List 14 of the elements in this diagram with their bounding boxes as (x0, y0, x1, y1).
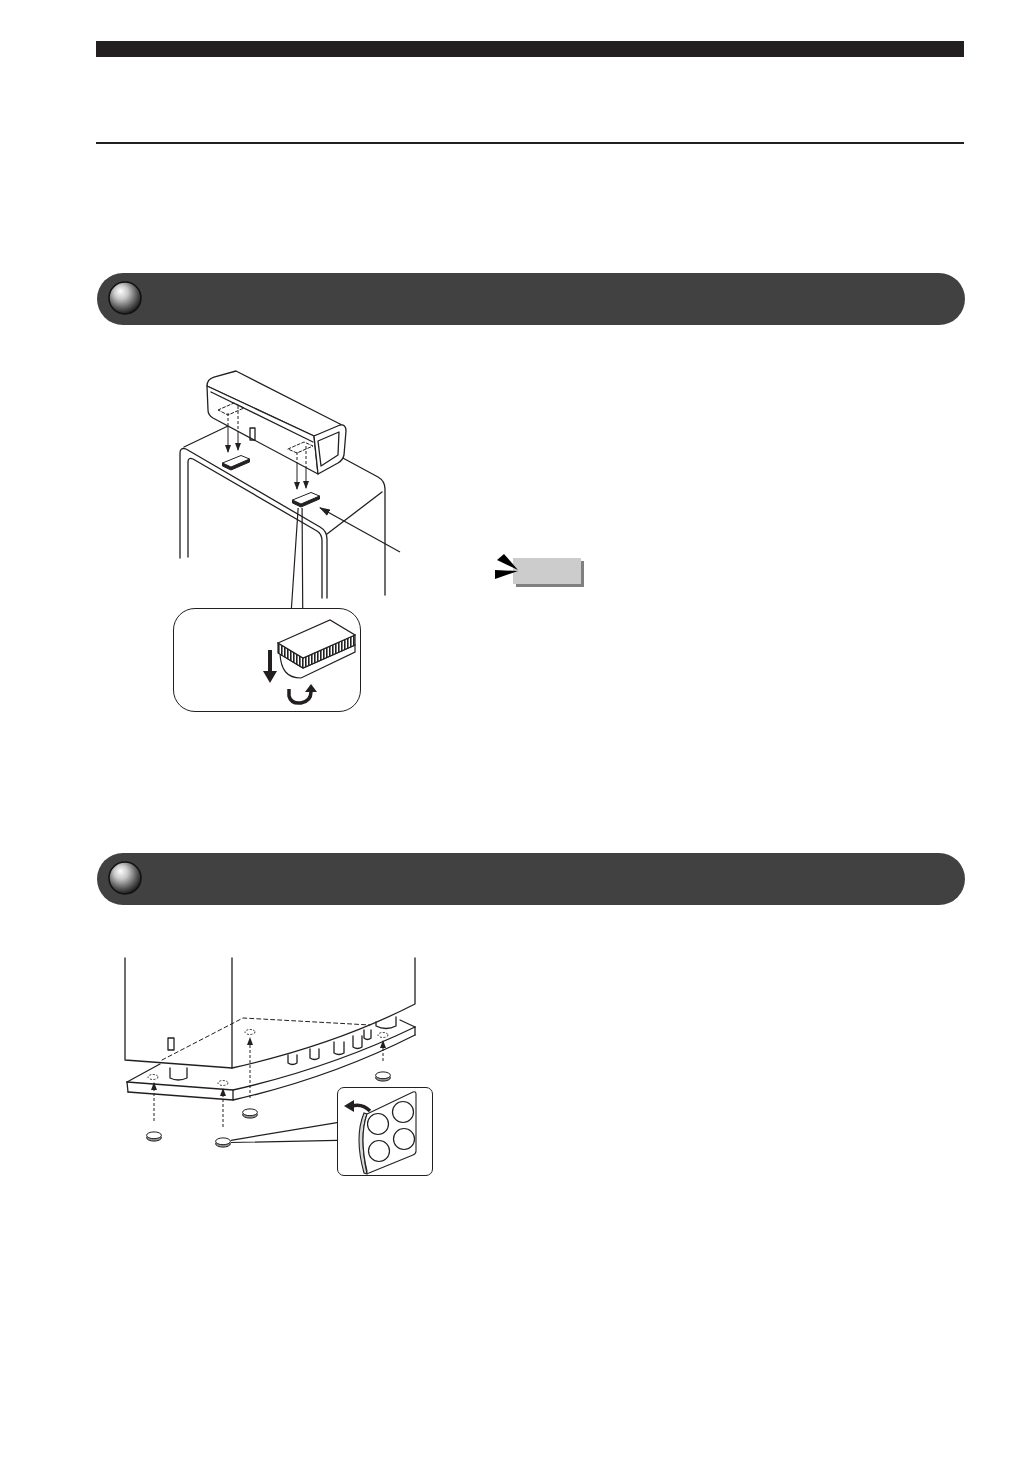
adhesive-pad (222, 455, 250, 471)
foot-pad (215, 1137, 231, 1148)
callout-line (230, 1122, 338, 1144)
note-box (513, 558, 584, 587)
section-header-band (97, 853, 965, 905)
section-header-band (97, 273, 965, 325)
adhesive-pad (292, 492, 320, 508)
callout-line (290, 507, 304, 609)
foot-pad (375, 1071, 391, 1082)
foot-pad (146, 1131, 162, 1142)
foot-pad (242, 1108, 258, 1119)
leader-arrow (319, 507, 401, 553)
detail-inset (173, 608, 361, 712)
detail-inset (337, 1087, 433, 1176)
